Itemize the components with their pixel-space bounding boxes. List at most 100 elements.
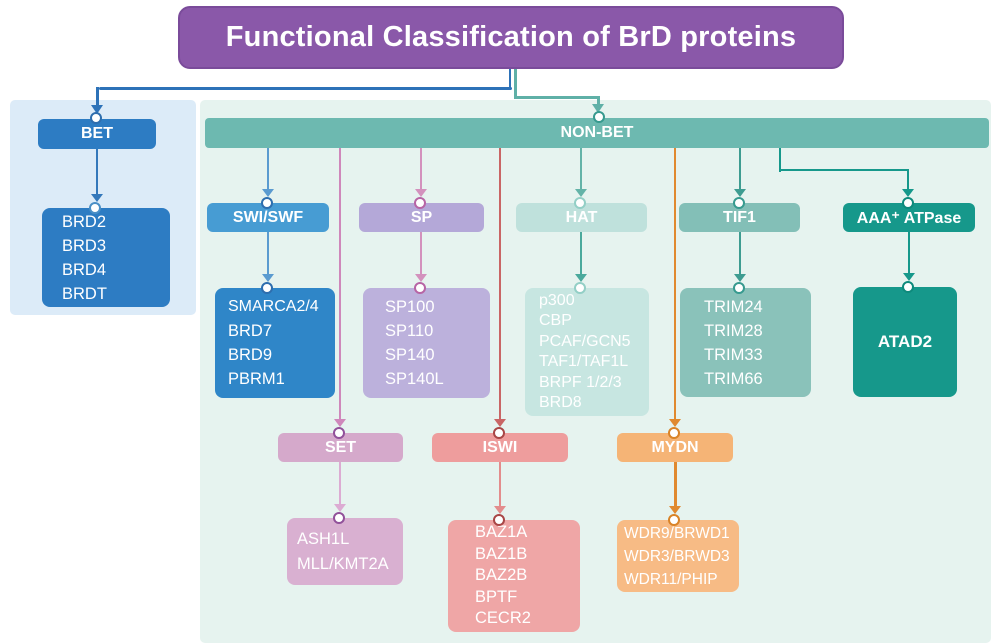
node-label: SET: [324, 438, 357, 456]
port-dot: [493, 514, 505, 526]
node-set: SET: [278, 433, 403, 462]
node-label: TIF1: [723, 208, 756, 226]
arrow-head: [734, 274, 746, 282]
connector-mydn-members: [674, 462, 677, 508]
port-dot: [333, 512, 345, 524]
node-label: SWI/SWF: [232, 208, 304, 226]
node-swiswf-members: SMARCA2/4 BRD7 BRD9 PBRM1: [215, 288, 335, 398]
arrow-head: [494, 419, 506, 427]
node-tif1-members: TRIM24 TRIM28 TRIM33 TRIM66: [680, 288, 811, 397]
diagram-title: Functional Classification of BrD protein…: [178, 6, 844, 69]
node-label: MYDN: [651, 438, 699, 456]
arrow-head: [91, 194, 103, 202]
node-label: NON-BET: [560, 124, 634, 141]
port-dot: [733, 282, 745, 294]
connector-bet-members: [96, 149, 98, 195]
arrow-head: [415, 189, 427, 197]
connector-nonbet-swiswf: [267, 148, 269, 190]
diagram-title-text: Functional Classification of BrD protein…: [225, 21, 797, 53]
connector-nonbet-atpase: [779, 148, 781, 172]
arrow-head: [494, 506, 506, 514]
port-dot: [902, 197, 914, 209]
member: CBP: [539, 312, 572, 329]
connector-tif1-members: [739, 232, 741, 276]
arrow-head: [334, 419, 346, 427]
member: BRD2: [62, 212, 107, 231]
member: TRIM66: [704, 369, 763, 388]
member: TAF1/TAF1L: [539, 353, 629, 370]
port-dot: [414, 282, 426, 294]
port-dot: [261, 197, 273, 209]
node-nonbet: NON-BET: [205, 118, 989, 148]
port-dot: [733, 197, 745, 209]
node-label: BET: [81, 125, 113, 142]
connector-atpase-members: [908, 232, 910, 275]
connector-swiswf-members: [267, 232, 269, 276]
member: TRIM28: [704, 321, 763, 340]
member: p300: [539, 291, 575, 309]
port-dot: [89, 202, 101, 214]
member: BAZ2B: [475, 566, 528, 585]
member: ATAD2: [877, 332, 933, 351]
connector-nonbet-iswi: [499, 148, 501, 420]
member: BRDT: [62, 284, 107, 303]
member: PCAF/GCN5: [539, 332, 631, 350]
port-dot: [668, 514, 680, 526]
connector-iswi-members: [499, 462, 501, 508]
node-iswi-members: BAZ1A BAZ1B BAZ2B BPTF CECR2: [448, 520, 580, 632]
node-atad2: ATAD2: [853, 287, 957, 397]
arrow-head: [575, 189, 587, 197]
connector-nonbet-hat: [580, 148, 582, 190]
node-hat-members: p300 CBP PCAF/GCN5 TAF1/TAF1L BRPF 1/2/3…: [525, 288, 649, 416]
node-sp-members: SP100 SP110 SP140 SP140L: [363, 288, 490, 398]
member: BRD9: [228, 346, 273, 364]
node-set-members: ASH1L MLL/KMT2A: [287, 518, 403, 585]
member: SP100: [385, 298, 435, 316]
node-bet-members: BRD2 BRD3 BRD4 BRDT: [42, 208, 170, 307]
port-dot: [333, 427, 345, 439]
arrow-head: [592, 104, 604, 113]
node-label: AAA⁺ ATPase: [856, 209, 962, 227]
member: BAZ1B: [475, 544, 528, 563]
node-label: HAT: [565, 208, 598, 226]
arrow-head: [669, 419, 681, 427]
connector-nonbet-atpase: [907, 169, 909, 191]
port-dot: [902, 281, 914, 293]
port-dot: [261, 282, 273, 294]
arrow-head: [262, 189, 274, 197]
member: SP140L: [385, 370, 444, 388]
member: BAZ1A: [475, 523, 528, 542]
member: CECR2: [475, 609, 531, 628]
port-dot: [574, 197, 586, 209]
member: BRPF 1/2/3: [539, 373, 622, 391]
connector-nonbet-tif1: [739, 148, 741, 190]
member: BRD8: [539, 394, 582, 411]
member: BRD7: [228, 322, 273, 340]
port-dot: [493, 427, 505, 439]
connector-title-bet: [509, 66, 511, 90]
member: PBRM1: [228, 370, 285, 388]
port-dot: [668, 427, 680, 439]
connector-set-members: [339, 462, 341, 506]
member: WDR3/BRWD3: [624, 547, 730, 565]
member: TRIM33: [704, 345, 763, 364]
member: BRD4: [62, 260, 107, 279]
member: TRIM24: [704, 297, 763, 316]
arrow-head: [91, 105, 103, 114]
member: ASH1L: [297, 529, 350, 548]
node-label: ISWI: [482, 438, 518, 456]
arrow-head: [903, 273, 915, 281]
arrow-head: [262, 274, 274, 282]
connector-nonbet-set: [339, 148, 341, 420]
port-dot: [414, 197, 426, 209]
node-bet: BET: [38, 119, 156, 149]
port-dot: [574, 282, 586, 294]
connector-nonbet-sp: [420, 148, 422, 190]
member: WDR9/BRWD1: [624, 524, 730, 542]
member: BRD3: [62, 236, 107, 255]
arrow-head: [575, 274, 587, 282]
member: BPTF: [475, 587, 518, 606]
node-label: SP: [410, 208, 433, 226]
connector-title-nonbet: [514, 96, 600, 99]
connector-nonbet-atpase: [779, 169, 909, 171]
